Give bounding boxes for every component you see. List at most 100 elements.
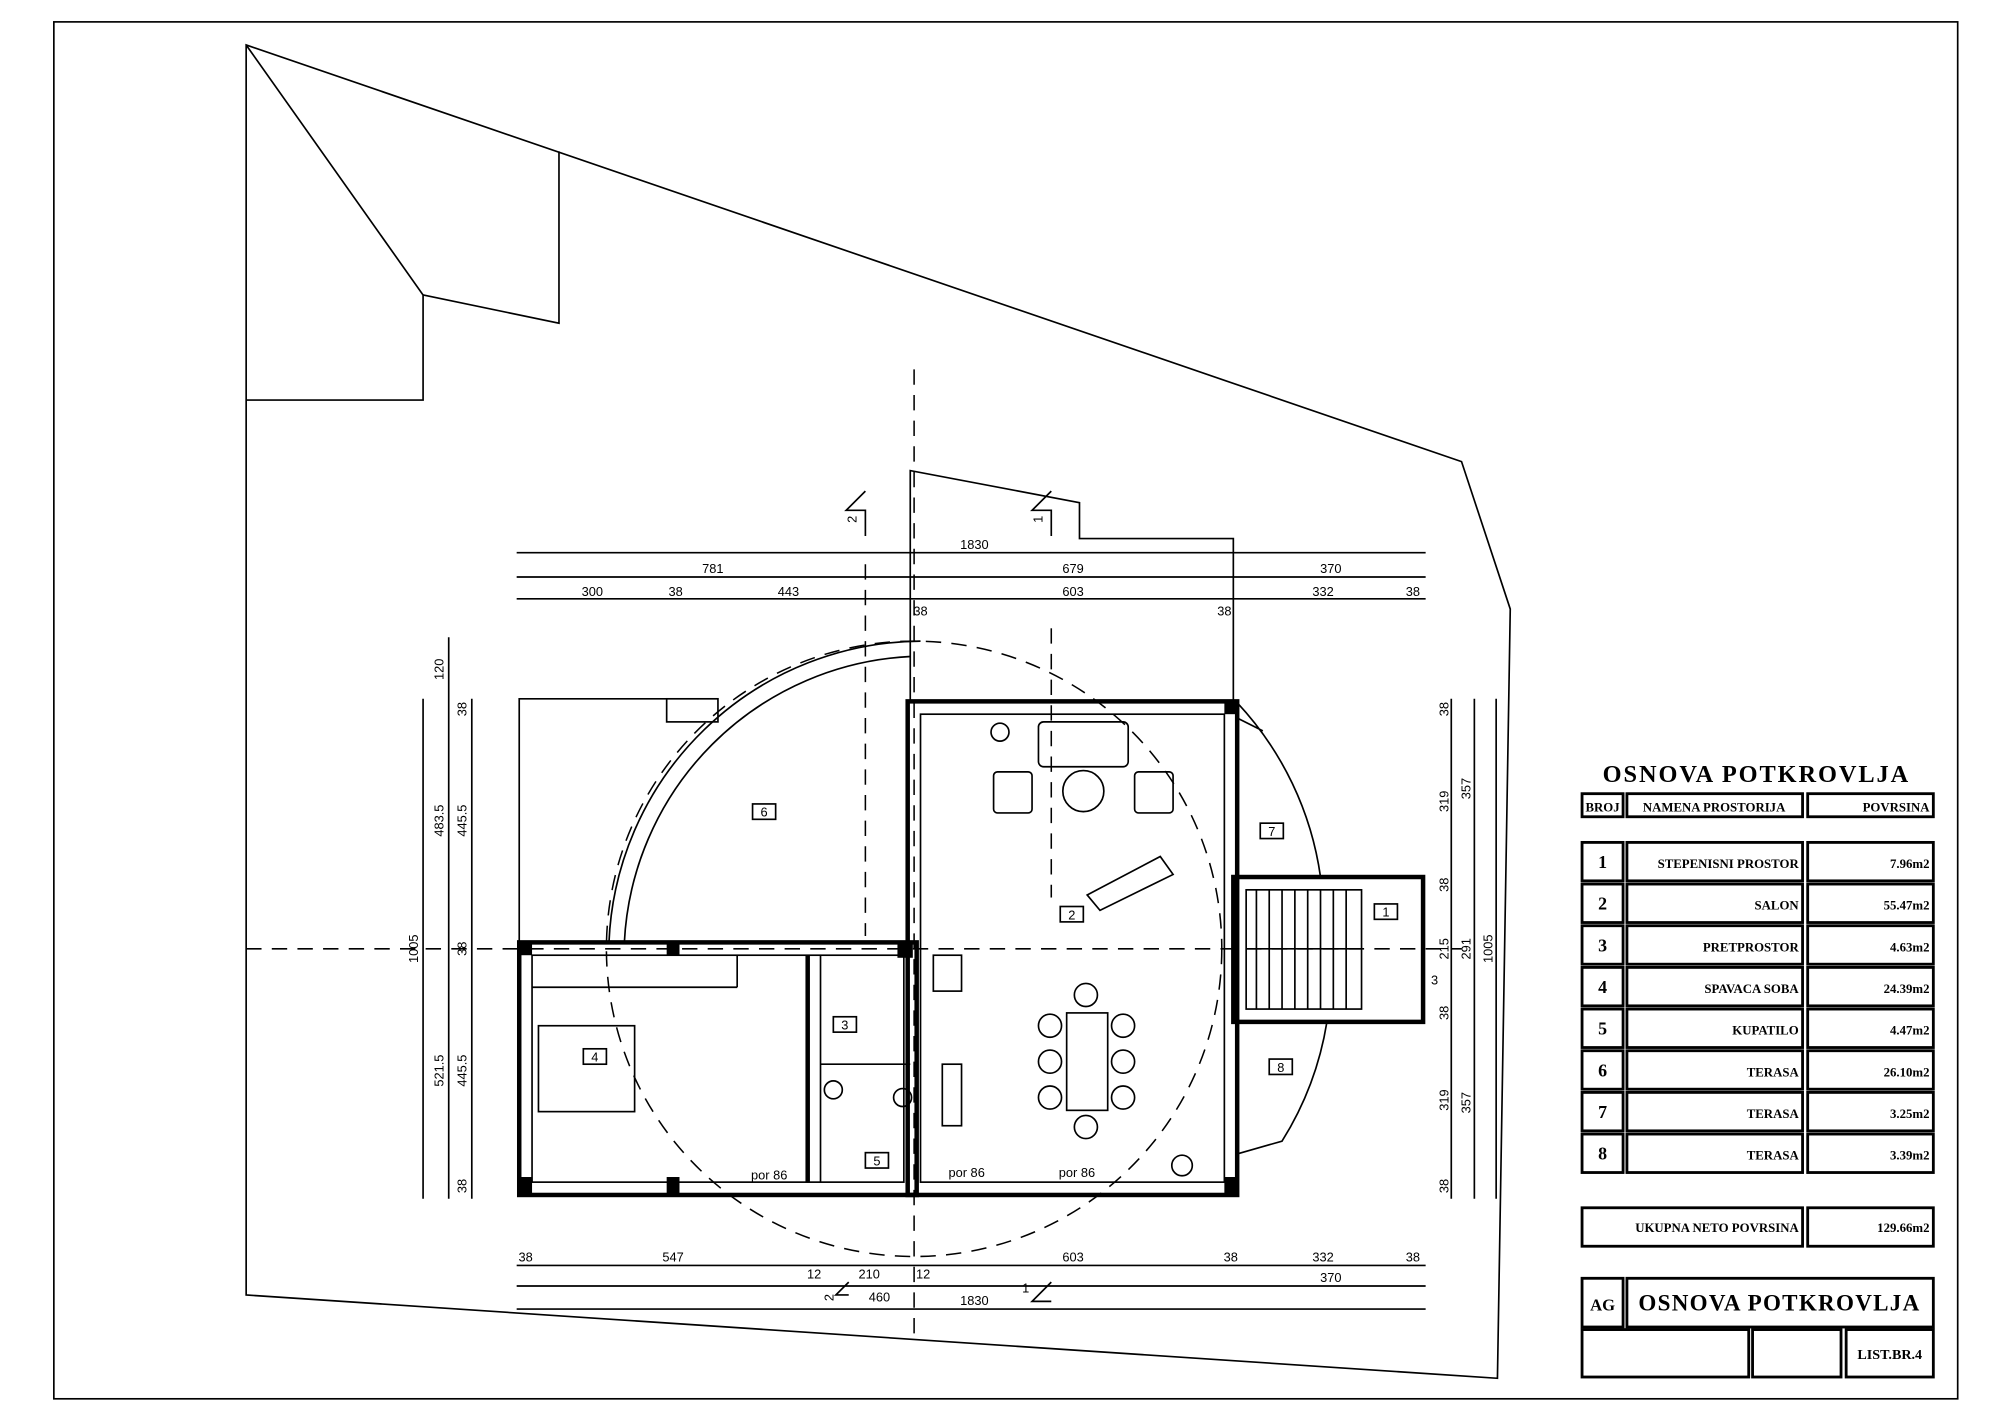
dimension-label: 483.5 [432, 805, 447, 837]
furniture [537, 721, 1194, 1177]
section-marker-top-2: 2 [844, 516, 859, 523]
legend-no: 4 [1598, 977, 1607, 997]
room-label: 4 [591, 1050, 598, 1065]
dimension-label: 679 [1062, 561, 1083, 576]
dimension-label: 38 [669, 584, 683, 599]
legend-no: 3 [1598, 935, 1607, 955]
dimension-label: 370 [1320, 561, 1341, 576]
legend-area: 4.63m2 [1890, 940, 1930, 954]
site-boundary [245, 43, 1512, 1380]
legend-no: 5 [1598, 1019, 1607, 1039]
room-label: 3 [841, 1018, 848, 1033]
legend-area: 55.47m2 [1884, 899, 1930, 913]
legend-area: 26.10m2 [1884, 1065, 1930, 1079]
section-marker-bottom-2: 2 [821, 1294, 836, 1301]
dimension-label: 445.5 [455, 805, 470, 837]
dimensions-left: 1005 120 483.5 521.5 38 445.5 38 445.5 3… [406, 637, 473, 1199]
dimension-label: 38 [1217, 603, 1231, 618]
dimension-label: 12 [807, 1266, 821, 1281]
legend-row: 2 SALON 55.47m2 [1580, 882, 1935, 924]
dimension-label: 38 [1406, 1250, 1420, 1265]
window-label: por 86 [751, 1168, 787, 1183]
dimension-label: 1005 [406, 935, 421, 964]
roof-outline [909, 469, 1235, 703]
legend-header-name: NAMENA PROSTORIJA [1643, 801, 1786, 815]
dimension-label: 357 [1459, 1092, 1474, 1113]
terrace-6 [518, 640, 921, 943]
dimensions-top: 1830 781 679 370 300 38 443 38 603 38 33… [516, 537, 1426, 618]
legend-name: TERASA [1747, 1065, 1800, 1079]
dimension-label: 1830 [960, 537, 989, 552]
dimension-label: 38 [1437, 702, 1452, 716]
terrace-7 [1236, 702, 1322, 878]
legend-name: SALON [1755, 899, 1800, 913]
room-label: 1 [1382, 905, 1389, 920]
dimension-label: 1005 [1480, 935, 1495, 964]
title-block-code: AG [1590, 1295, 1615, 1314]
dimension-label: 443 [778, 584, 799, 599]
dimension-label: 781 [702, 561, 723, 576]
dimension-label: 38 [913, 603, 927, 618]
room-legend-table: OSNOVA POTKROVLJA BROJ NAMENA PROSTORIJA… [1580, 761, 1935, 1248]
legend-name: TERASA [1747, 1149, 1800, 1163]
legend-no: 1 [1598, 852, 1607, 872]
legend-area: 24.39m2 [1884, 982, 1930, 996]
room-label: 8 [1277, 1060, 1284, 1075]
dimension-label: 300 [582, 584, 603, 599]
room-label: 7 [1268, 824, 1275, 839]
dimension-label: 547 [662, 1250, 683, 1265]
axis-lines [246, 369, 1462, 1334]
section-marker-3: 3 [1431, 973, 1438, 988]
legend-no: 6 [1598, 1060, 1607, 1080]
dimension-label: 319 [1437, 1089, 1452, 1110]
legend-name: TERASA [1747, 1107, 1800, 1121]
window-label: por 86 [1059, 1165, 1095, 1180]
room-label: 5 [873, 1153, 880, 1168]
room-label: 6 [761, 805, 768, 820]
legend-row: 4 SPAVACA SOBA 24.39m2 [1580, 965, 1935, 1008]
dimension-label: 319 [1437, 791, 1452, 812]
dimension-label: 291 [1459, 938, 1474, 959]
walls [516, 699, 1240, 1198]
legend-area: 4.47m2 [1890, 1024, 1930, 1038]
dimension-label: 603 [1062, 584, 1083, 599]
legend-title: OSNOVA POTKROVLJA [1603, 761, 1911, 788]
section-markers: 2 1 2 1 3 [821, 490, 1438, 1303]
dimension-label: 38 [1437, 1179, 1452, 1193]
legend-name: STEPENISNI PROSTOR [1658, 857, 1800, 871]
title-block-title: OSNOVA POTKROVLJA [1638, 1289, 1920, 1315]
dimension-label: 460 [869, 1289, 890, 1304]
total-value: 129.66m2 [1877, 1221, 1929, 1235]
dimensions-bottom: 38 547 12 210 12 603 38 332 38 370 460 1… [516, 1250, 1426, 1310]
dimension-label: 12 [916, 1266, 930, 1281]
dimension-label: 38 [455, 1179, 470, 1193]
dimension-label: 357 [1459, 778, 1474, 799]
total-label: UKUPNA NETO POVRSINA [1635, 1221, 1799, 1235]
room-labels: 6 2 3 4 5 7 8 1 por 86 por 86 por 86 [582, 803, 1399, 1183]
dimension-label: 215 [1437, 938, 1452, 959]
dimension-label: 38 [1437, 1006, 1452, 1020]
sheet-frame [53, 21, 1959, 1400]
legend-no: 2 [1598, 894, 1607, 914]
dimension-label: 332 [1312, 1250, 1333, 1265]
dimension-label: 332 [1312, 584, 1333, 599]
dimension-label: 1830 [960, 1293, 989, 1308]
dimension-label: 120 [432, 659, 447, 680]
room-label: 2 [1068, 907, 1075, 922]
legend-name: SPAVACA SOBA [1704, 982, 1799, 996]
dimension-label: 38 [455, 942, 470, 956]
legend-no: 7 [1598, 1102, 1607, 1122]
dimension-label: 521.5 [432, 1055, 447, 1087]
section-marker-top-1: 1 [1030, 516, 1045, 523]
dimension-label: 603 [1062, 1250, 1083, 1265]
title-block: AG OSNOVA POTKROVLJA LIST.BR.4 [1580, 1276, 1935, 1379]
legend-header-number: BROJ [1585, 801, 1620, 815]
dimension-label: 38 [1406, 584, 1420, 599]
dimension-label: 370 [1320, 1270, 1341, 1285]
